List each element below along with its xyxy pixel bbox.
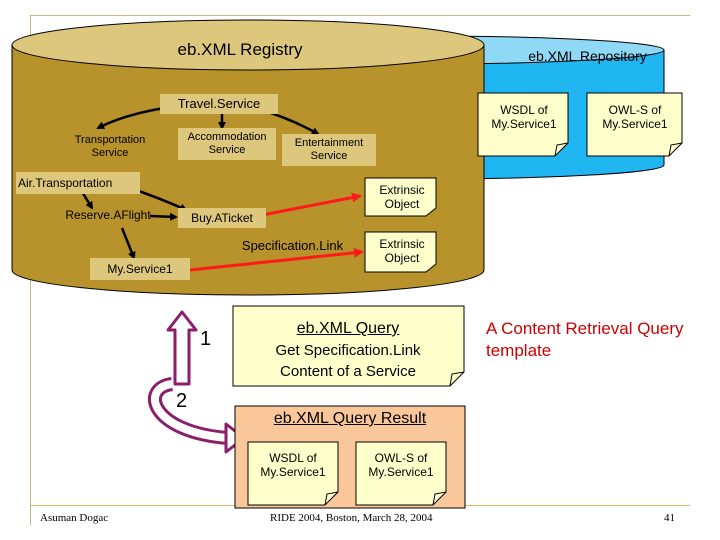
specification-link-node: Specification.Link <box>241 238 344 253</box>
result-owls-note <box>355 441 447 506</box>
slide-caption: A Content Retrieval Query template <box>486 319 684 361</box>
result-wsdl-label: WSDL of My.Service1 <box>260 451 326 479</box>
repo-owls-label: OWL-S of My.Service1 <box>602 103 668 131</box>
step1-arrow <box>166 310 198 386</box>
red-arrows <box>189 192 364 272</box>
query-line-2: Get Specification.Link <box>275 342 421 359</box>
repo-wsdl-note <box>477 92 569 157</box>
repository-title: eb.XML Repository <box>528 48 647 64</box>
footer-page-number: 41 <box>664 512 675 524</box>
step2-arrow-inner <box>151 380 229 442</box>
buy-a-ticket-node: Buy.ATicket <box>178 208 266 228</box>
frame-top-line <box>30 15 690 16</box>
extrinsic-object-label-1: Extrinsic Object <box>379 183 425 211</box>
travel-service-node: Travel.Service <box>160 94 278 114</box>
registry-title: eb.XML Registry <box>177 40 303 59</box>
extrinsic-note-2 <box>364 231 437 273</box>
query-title: eb.XML Query <box>296 320 400 337</box>
repo-wsdl-label: WSDL of My.Service1 <box>491 103 557 131</box>
query-line-3: Content of a Service <box>280 363 416 380</box>
entertainment-service-node: Entertainment Service <box>282 134 376 166</box>
query-result-title: eb.XML Query Result <box>273 410 427 427</box>
result-wsdl-note <box>247 441 339 506</box>
step-1-number: 1 <box>200 328 212 350</box>
air-transportation-node: Air.Transportation <box>16 172 140 194</box>
extrinsic-object-label-2: Extrinsic Object <box>379 237 425 265</box>
query-note <box>232 305 465 387</box>
step-2-number: 2 <box>176 390 188 412</box>
reserve-a-flight-node: Reserve.AFlight <box>65 208 151 222</box>
transportation-service-node: Transportation Service <box>74 134 146 159</box>
my-service-node: My.Service1 <box>90 258 190 280</box>
footer-author: Asuman Dogac <box>40 512 109 524</box>
extrinsic-note-1 <box>364 177 437 217</box>
result-owls-label: OWL-S of My.Service1 <box>368 451 434 479</box>
repo-owls-note <box>586 92 683 157</box>
footer-venue: RIDE 2004, Boston, March 28, 2004 <box>270 512 433 524</box>
accommodation-service-node: Accommodation Service <box>178 128 276 160</box>
